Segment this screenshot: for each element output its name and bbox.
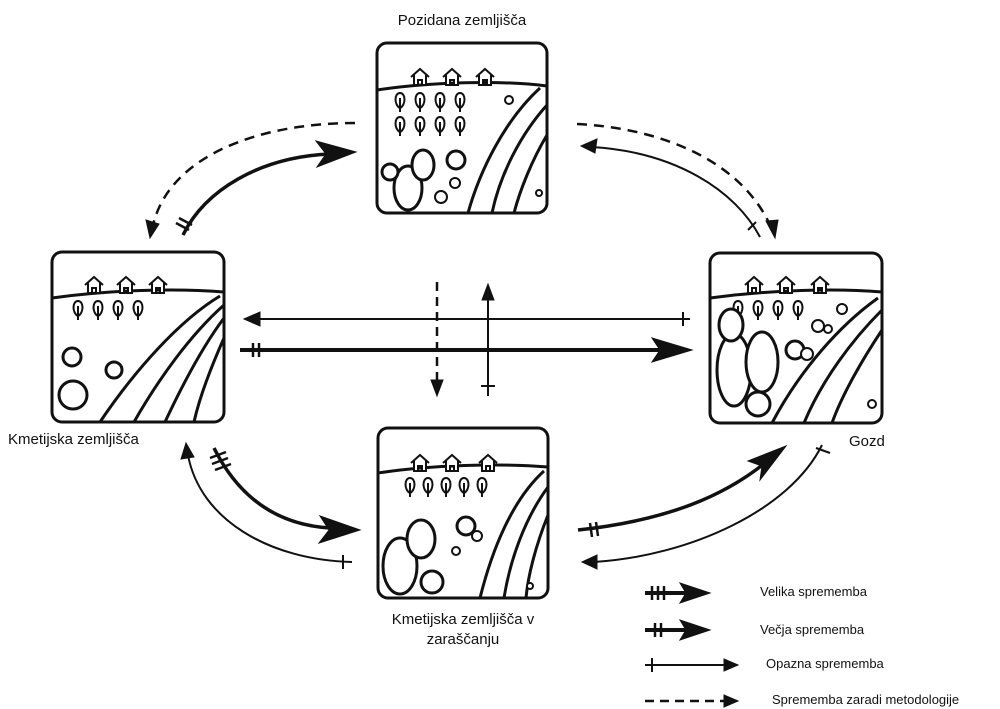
legend-label-method: Sprememba zaradi metodologije (772, 692, 960, 707)
label-overgrowing-line1: Kmetijska zemljišča v (391, 611, 535, 628)
arrow-overgrowing-to-agri-notable (180, 441, 353, 569)
label-agricultural: Kmetijska zemljišča (8, 431, 139, 448)
arrow-vertical-notable (481, 282, 495, 396)
arrow-built-to-agri-method (145, 121, 356, 240)
landscape-icon (709, 276, 884, 424)
landscape-icon (51, 276, 226, 423)
label-overgrowing-line2: zaraščanju (426, 631, 500, 648)
tile-built-up (375, 41, 549, 215)
legend (645, 582, 740, 708)
arrow-forest-to-agri-notable (242, 311, 690, 327)
arrow-agri-to-forest-larger (240, 337, 694, 363)
legend-symbol-notable (645, 658, 740, 672)
tile-agricultural (50, 250, 226, 424)
arrow-agri-to-overgrowing-large (209, 447, 362, 544)
arrow-built-to-forest-method (576, 122, 779, 240)
arrow-overgrowing-to-forest-larger (577, 444, 788, 538)
legend-label-larger: Večja sprememba (760, 622, 865, 637)
tile-forest (708, 251, 884, 425)
tile-overgrowing (376, 426, 550, 600)
landscape-icon (377, 454, 550, 599)
legend-label-notable: Opazna sprememba (766, 656, 884, 671)
arrow-forest-to-built-notable (579, 138, 761, 238)
legend-symbol-larger (645, 619, 712, 641)
arrow-forest-to-overgrowing-notable (580, 444, 831, 570)
legend-symbol-method (645, 694, 740, 708)
legend-label-large: Velika sprememba (760, 584, 867, 599)
change-arrows (145, 121, 831, 570)
arrow-vertical-method (430, 282, 444, 398)
label-forest: Gozd (849, 433, 885, 450)
label-built-up: Pozidana zemljišča (397, 12, 527, 29)
landscape-icon (376, 68, 549, 214)
legend-symbol-large (645, 582, 712, 604)
arrow-agri-to-built-larger (175, 140, 358, 236)
